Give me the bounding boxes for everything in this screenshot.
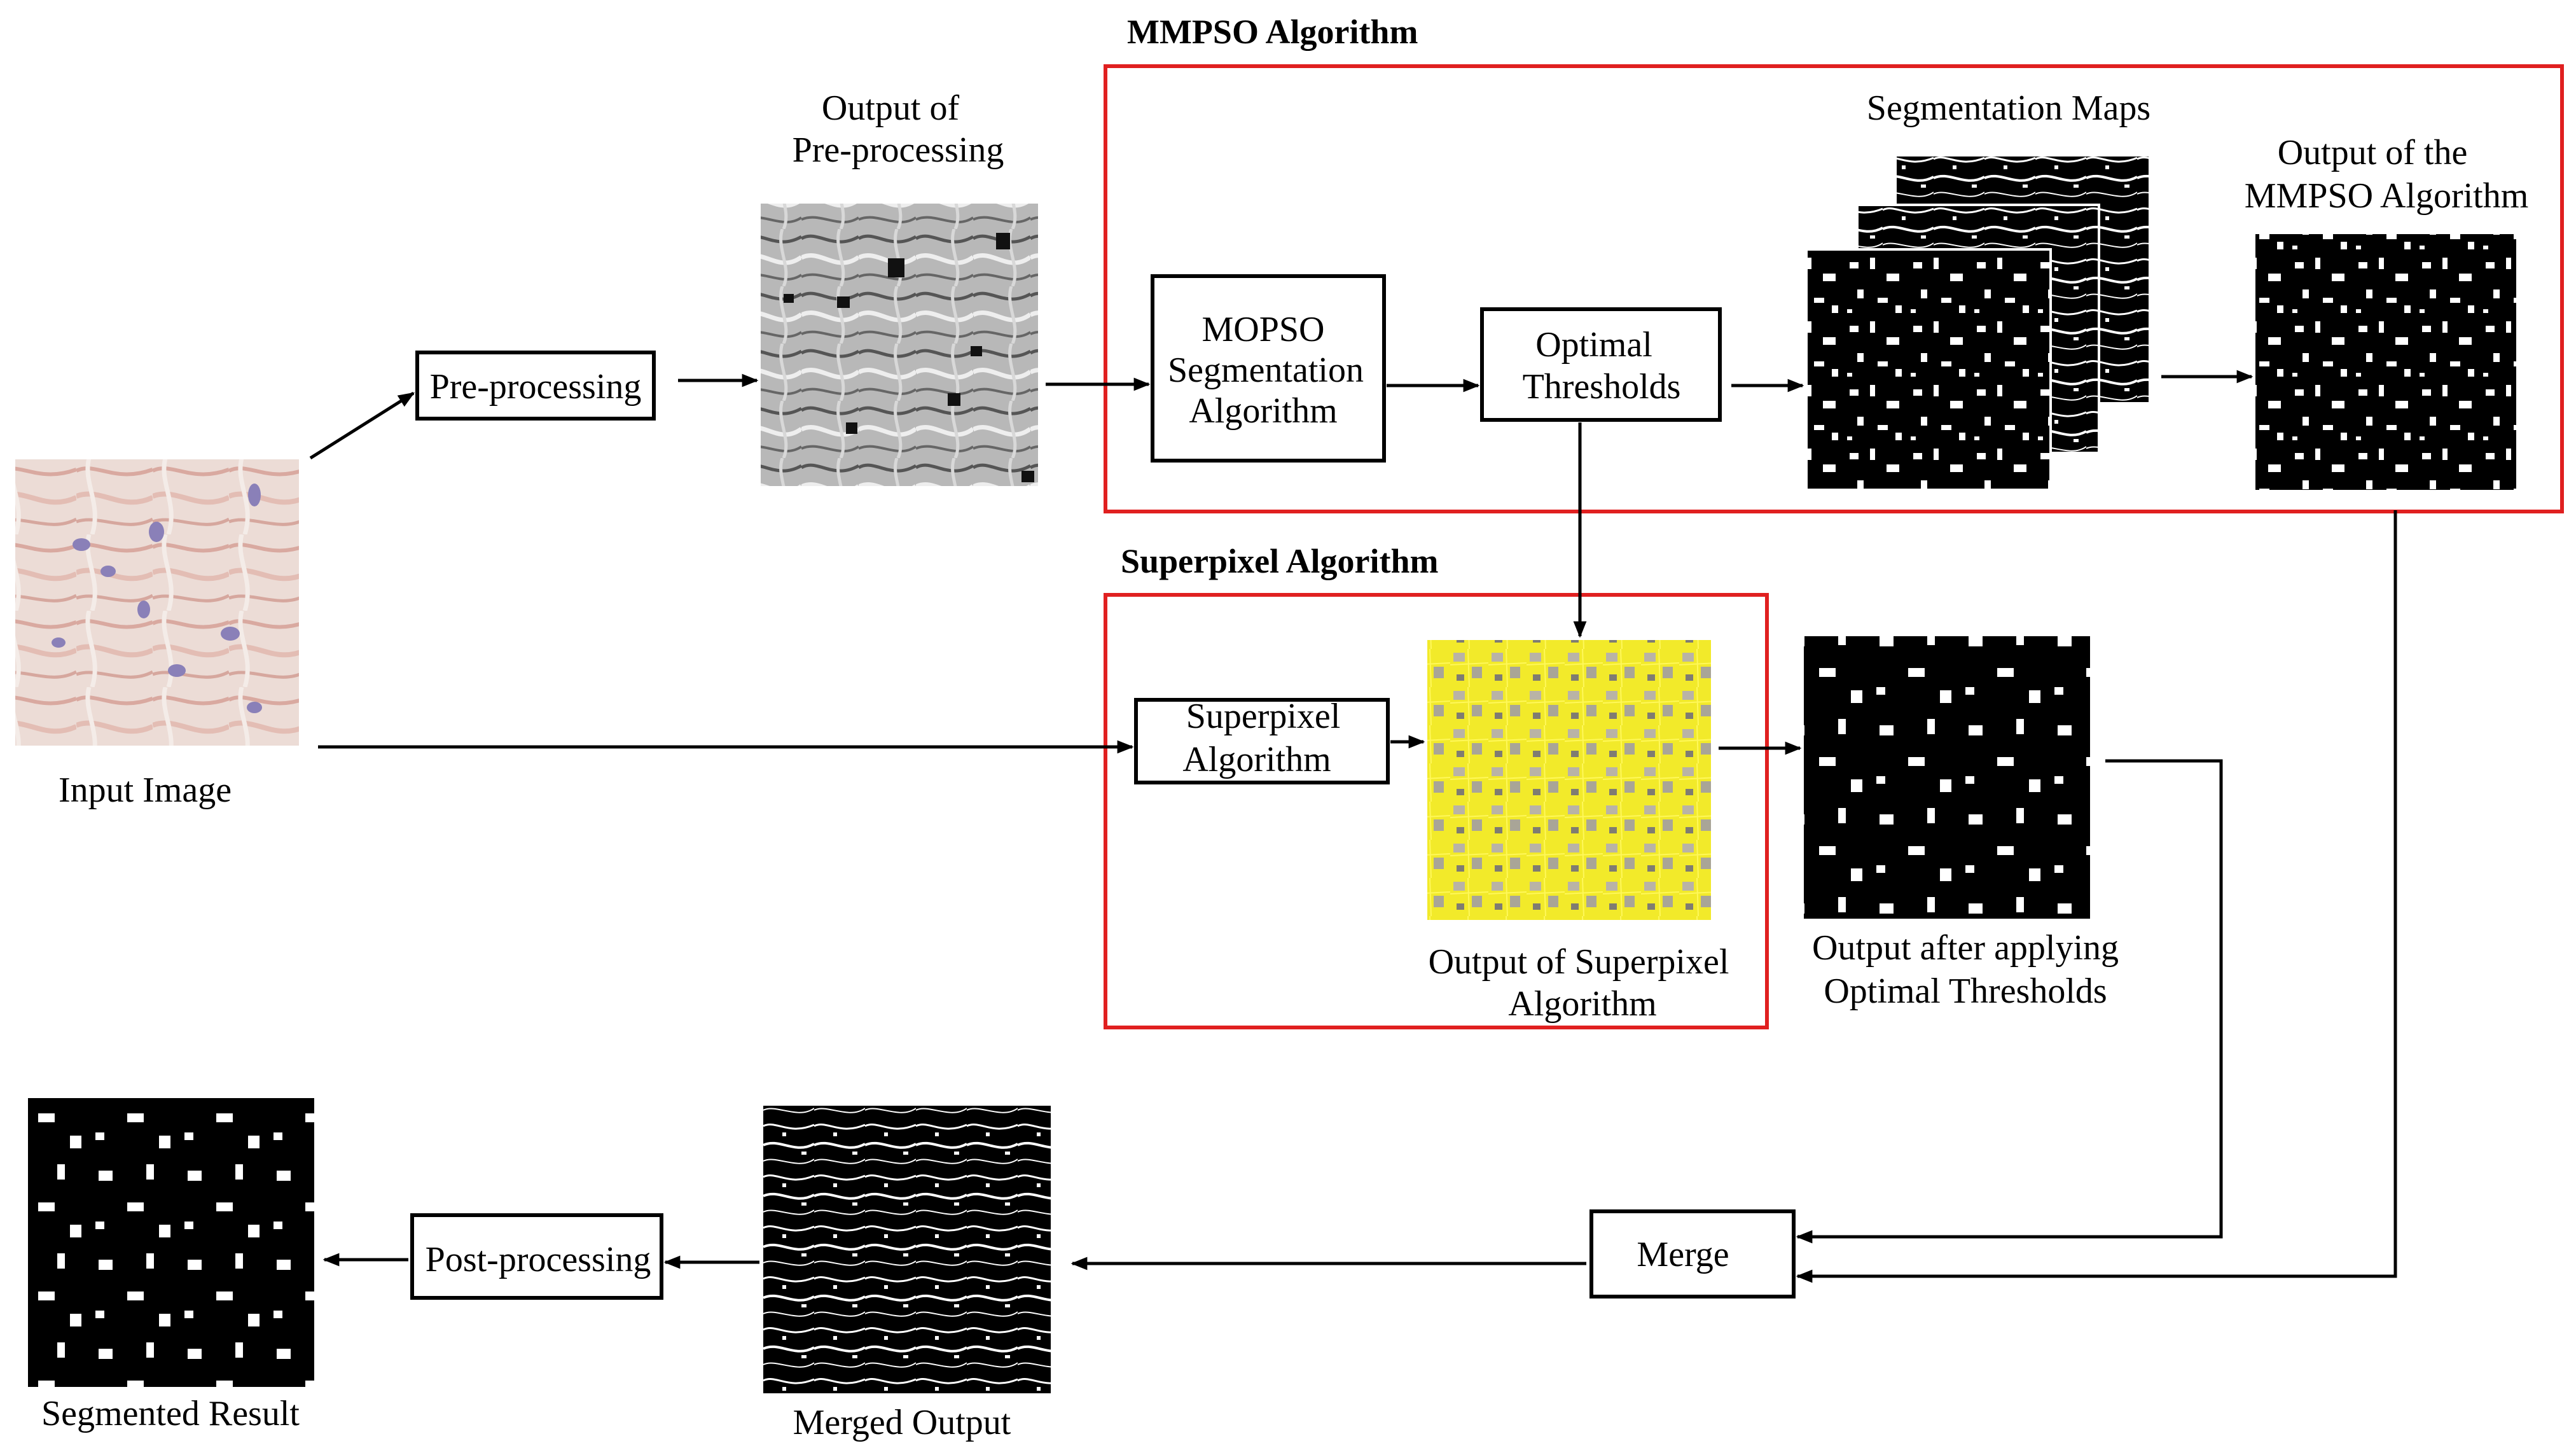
output-thresholds-caption-line1: Output after applying	[1812, 928, 2119, 968]
mopso-label-line1: MOPSO	[1202, 310, 1325, 349]
connectors	[309, 370, 2397, 1283]
segmentation-maps-caption: Segmentation Maps	[1867, 88, 2150, 128]
segmented-result-caption: Segmented Result	[41, 1394, 300, 1433]
mopso-label-line3: Algorithm	[1189, 391, 1337, 431]
preprocessed-dark-spots	[784, 233, 1034, 482]
superpixel-label-line2: Algorithm	[1182, 740, 1331, 779]
optimal-thresholds-box	[1480, 307, 1722, 422]
output-preproc-caption-line2: Pre-processing	[793, 130, 1004, 170]
input-nuclei	[52, 484, 262, 713]
preprocessed-image	[761, 204, 1038, 486]
output-mmpso-caption-line1: Output of the	[2278, 133, 2468, 172]
output-superpixel-caption-line1: Output of Superpixel	[1429, 942, 1729, 982]
mmpso-output-image	[2255, 234, 2516, 490]
threshold-output-image	[1804, 636, 2090, 919]
superpixel-output-image	[1427, 640, 1711, 920]
segmentation-map-1	[1805, 248, 2052, 491]
superpixel-box	[1134, 698, 1390, 784]
output-preproc-caption-line1: Output of	[822, 88, 960, 128]
merged-output-caption: Merged Output	[793, 1403, 1011, 1442]
merged-output-image	[763, 1106, 1051, 1393]
input-image	[15, 459, 299, 746]
superpixel-label-line1: Superpixel	[1186, 697, 1341, 736]
preprocessing-label: Pre-processing	[430, 367, 642, 407]
mopso-label-line2: Segmentation	[1168, 351, 1364, 390]
output-superpixel-caption-line2: Algorithm	[1508, 984, 1656, 1024]
merge-box	[1589, 1209, 1796, 1298]
preprocessing-box	[415, 351, 656, 421]
arrow-mmpso-to-merge	[1796, 510, 2397, 1283]
postprocessing-label: Post-processing	[426, 1240, 651, 1279]
arrow-threshold-to-merge	[1796, 759, 2223, 1244]
mopso-box	[1151, 274, 1386, 463]
merge-label: Merge	[1637, 1235, 1729, 1274]
superpixel-group-frame	[1104, 593, 1769, 1029]
postprocessing-box	[410, 1213, 663, 1300]
optimal-label-line2: Thresholds	[1523, 367, 1681, 407]
optimal-label-line1: Optimal	[1535, 325, 1652, 365]
mmpso-group-frame	[1104, 64, 2564, 513]
arrow-input-to-preproc	[309, 391, 415, 460]
mmpso-group-title: MMPSO Algorithm	[1127, 13, 1418, 51]
segmented-result-image	[28, 1098, 314, 1387]
superpixel-group-title: Superpixel Algorithm	[1121, 542, 1439, 580]
output-mmpso-caption-line2: MMPSO Algorithm	[2245, 176, 2529, 216]
input-image-caption: Input Image	[59, 770, 232, 810]
output-thresholds-caption-line2: Optimal Thresholds	[1824, 971, 2107, 1011]
